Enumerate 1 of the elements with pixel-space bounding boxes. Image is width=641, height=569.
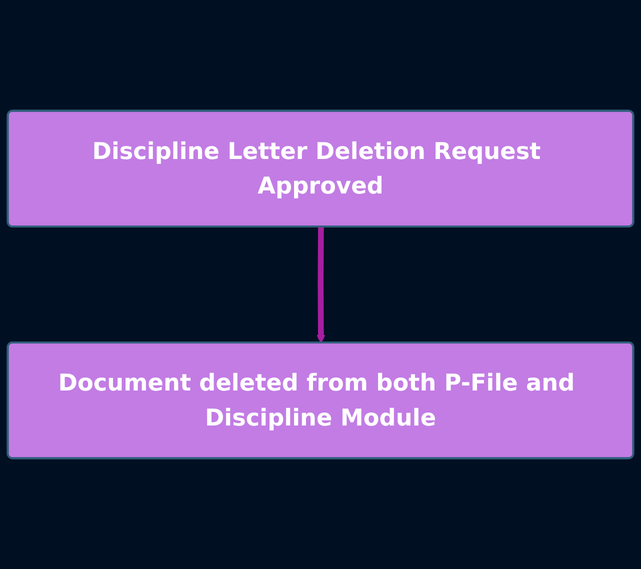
arrow [316,227,326,344]
